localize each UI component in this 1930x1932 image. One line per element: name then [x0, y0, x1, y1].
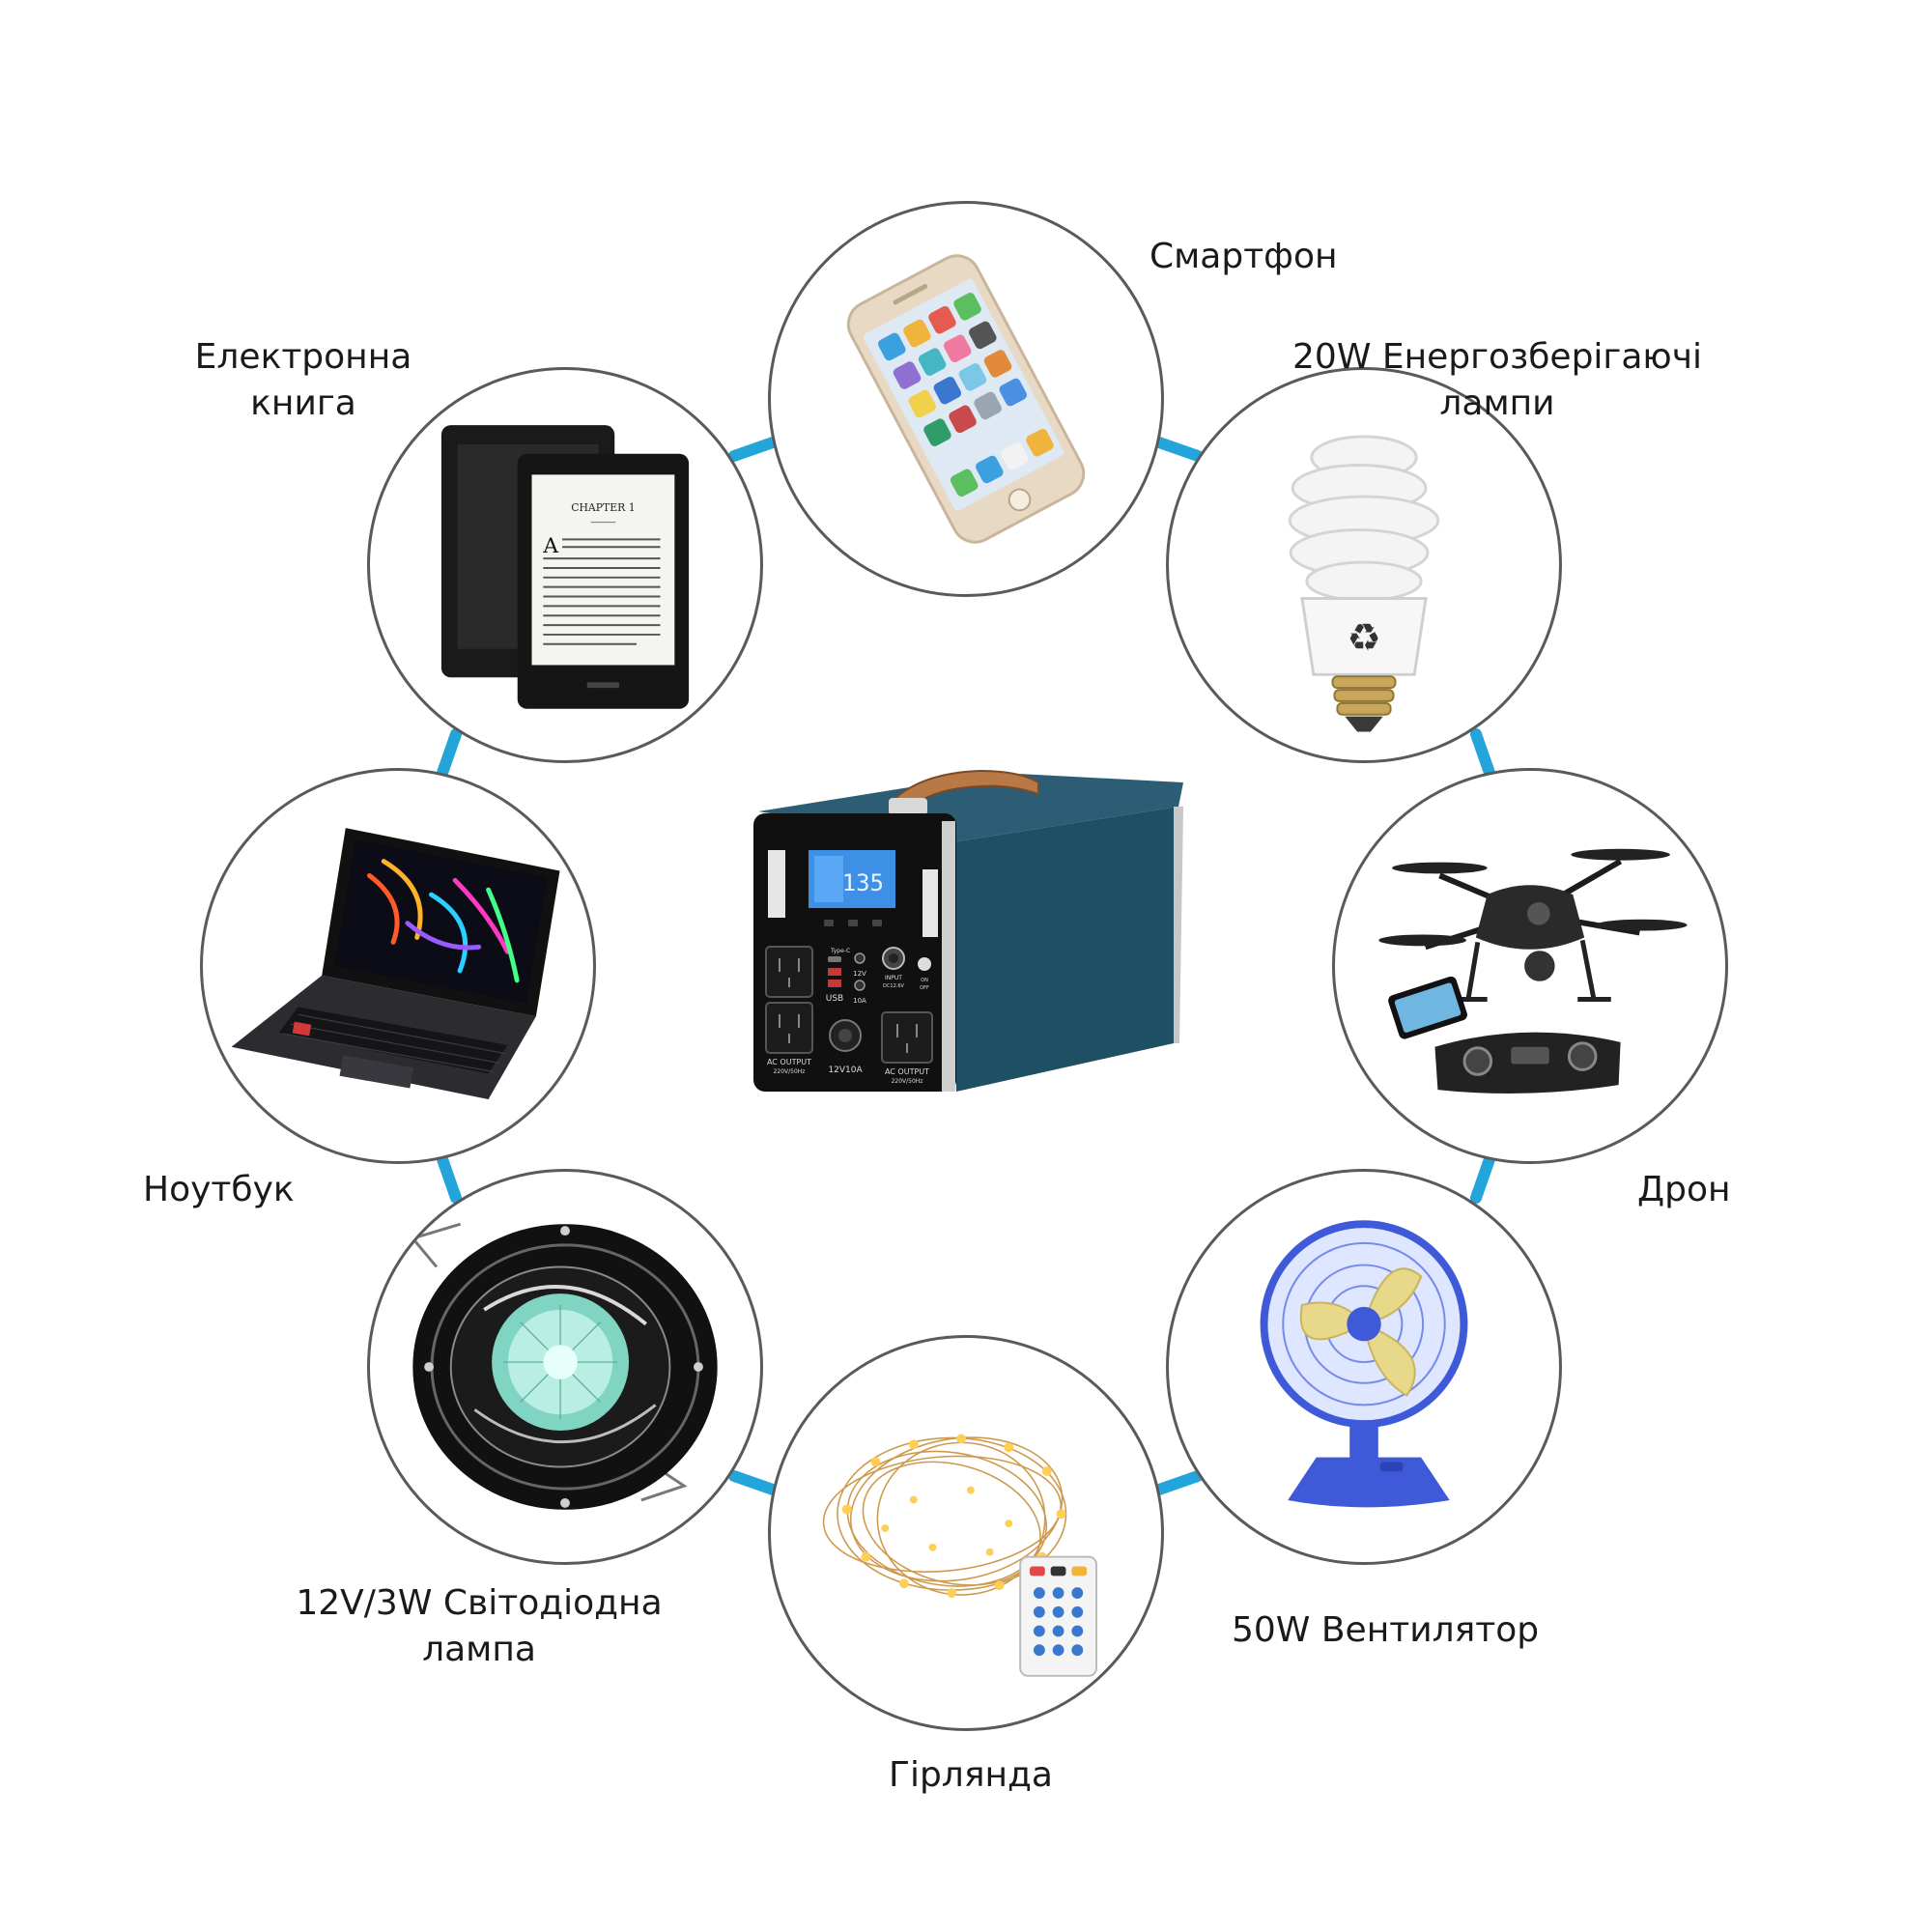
string-lights-icon: [822, 1434, 1097, 1677]
dc-12v-label: 12V: [853, 970, 866, 978]
ac-output-right-label: AC OUTPUT: [885, 1067, 929, 1076]
drone-icon: [1378, 848, 1688, 1094]
on-label: ON: [921, 978, 928, 983]
connector-segment: [1153, 437, 1204, 462]
garland-node: [768, 1335, 1164, 1731]
smartphone-icon: [846, 254, 1086, 544]
drone-node: [1332, 768, 1728, 1164]
lcd-readout: 135: [842, 869, 884, 896]
cfl-lamp-node: ♻: [1166, 367, 1562, 763]
power-station: 135 AC OUTPUT 220V/50Hz Type-C USB: [749, 753, 1183, 1130]
input-label: INPUT: [885, 975, 902, 981]
input-spec: DC12.6V: [883, 983, 904, 989]
smartphone-node: [768, 201, 1164, 597]
fan-node: [1166, 1169, 1562, 1565]
cig-socket-label: 12V10A: [828, 1065, 863, 1075]
energy-saving-bulb-icon: ♻: [1288, 435, 1440, 732]
label-cfl-lamp: 20W Енергозберігаючі лампи: [1292, 337, 1702, 423]
label-garland: Гірлянда: [889, 1755, 1053, 1795]
label-fan: 50W Вентилятор: [1232, 1610, 1540, 1650]
laptop-icon: [231, 828, 560, 1099]
type-c-label: Type-C: [830, 948, 850, 954]
svg-text:♻: ♻: [1347, 616, 1380, 661]
desk-fan-icon: [1260, 1220, 1468, 1508]
usb-label: USB: [826, 994, 843, 1004]
label-smartphone: Смартфон: [1149, 237, 1338, 276]
label-drone: Дрон: [1637, 1170, 1731, 1209]
laptop-node: [200, 768, 596, 1164]
connector-segment: [728, 437, 779, 462]
connector-segment: [437, 1153, 462, 1204]
off-label: OFF: [920, 985, 929, 991]
ebook-node: CHAPTER 1 A: [367, 367, 763, 763]
ac-output-left-spec: 220V/50Hz: [774, 1068, 806, 1075]
connector-segment: [728, 1470, 779, 1495]
dc-10a-label: 10A: [853, 997, 866, 1005]
label-laptop: Ноутбук: [143, 1170, 295, 1209]
connector-segment: [1153, 1470, 1204, 1495]
connector-segment: [1470, 728, 1495, 779]
ebook-reader-icon: CHAPTER 1 A: [440, 425, 690, 709]
connector-segment: [437, 728, 462, 779]
ac-output-left-label: AC OUTPUT: [767, 1058, 811, 1066]
label-ebook: Електронна книга: [194, 337, 412, 423]
connector-segment: [1470, 1153, 1495, 1204]
ac-output-right-spec: 220V/50Hz: [892, 1078, 923, 1085]
ebook-chapter-title: CHAPTER 1: [571, 501, 635, 514]
led-lamp-node: [367, 1169, 763, 1565]
downlight-icon: [410, 1222, 718, 1510]
label-led-lamp: 12V/3W Світодіодна лампа: [296, 1583, 663, 1669]
power-station-illustration: 135 AC OUTPUT 220V/50Hz Type-C USB: [753, 769, 1183, 1092]
ebook-dropcap: A: [542, 534, 558, 558]
